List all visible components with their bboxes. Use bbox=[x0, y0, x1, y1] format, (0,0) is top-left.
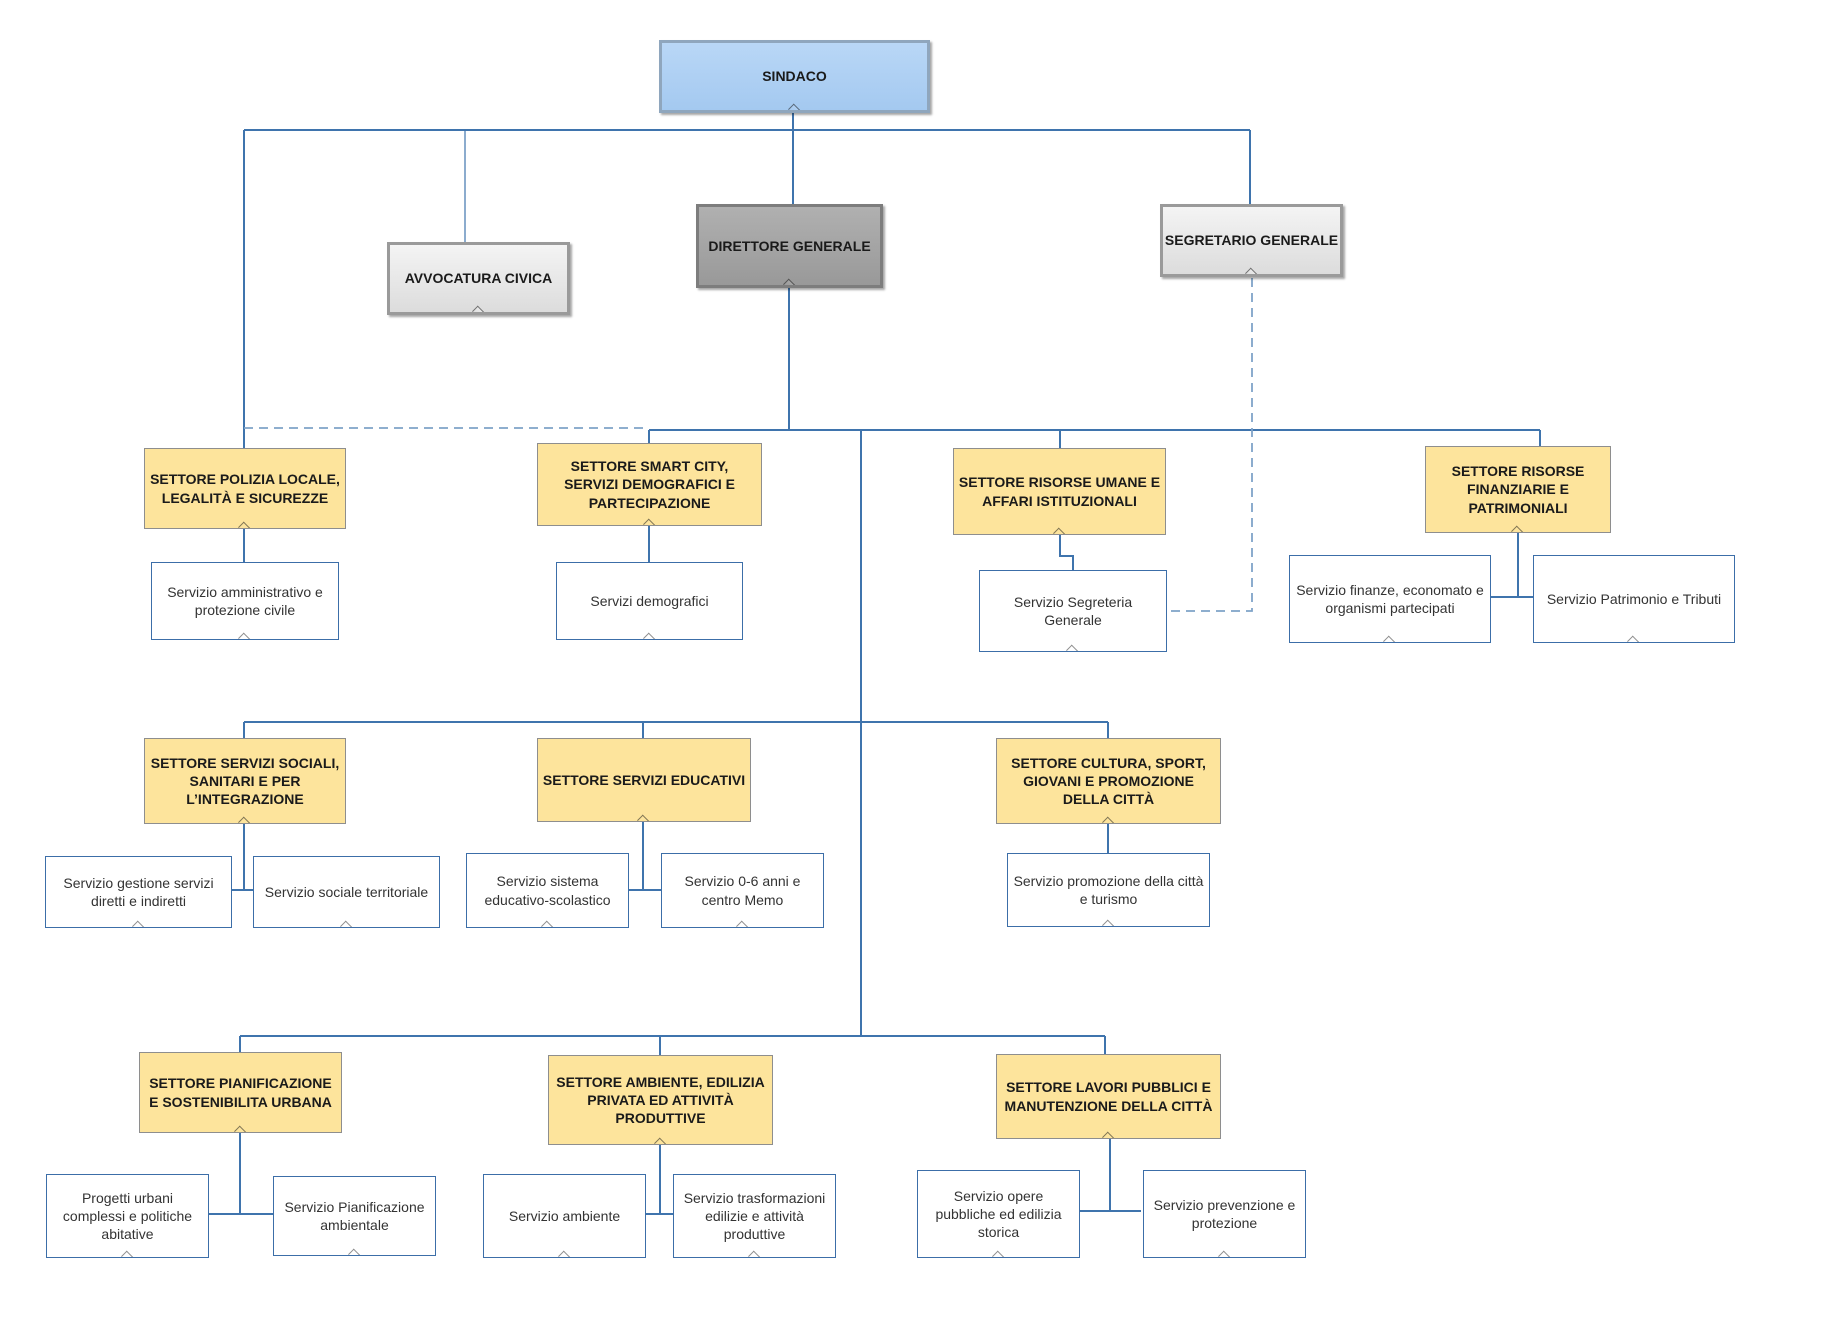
sector-ambiente-label: SETTORE AMBIENTE, EDILIZIA PRIVATA ED AT… bbox=[556, 1073, 765, 1127]
service-promozione[interactable]: Servizio promozione della città e turism… bbox=[1007, 853, 1210, 927]
service-gestione-servizi-label: Servizio gestione servizi diretti e indi… bbox=[63, 874, 214, 909]
service-finanze[interactable]: Servizio finanze, economato e organismi … bbox=[1289, 555, 1491, 643]
sector-risorse-finanziarie-label: SETTORE RISORSE FINANZIARIE E PATRIMONIA… bbox=[1451, 463, 1585, 516]
connector-lavori-services bbox=[1077, 1139, 1141, 1212]
sector-cultura[interactable]: SETTORE CULTURA, SPORT, GIOVANI E PROMOZ… bbox=[996, 738, 1221, 824]
service-segreteria-label: Servizio Segreteria Generale bbox=[1013, 593, 1133, 628]
service-zero-sei-label: Servizio 0-6 anni e centro Memo bbox=[684, 873, 801, 908]
sector-pianificazione-label: SETTORE PIANIFICAZIONE E SOSTENIBILITA U… bbox=[149, 1075, 332, 1110]
service-progetti-urbani-label: Progetti urbani complessi e politiche ab… bbox=[62, 1189, 193, 1243]
sector-servizi-educativi[interactable]: SETTORE SERVIZI EDUCATIVI bbox=[537, 738, 751, 822]
service-amministrativo-label: Servizio amministrativo e protezione civ… bbox=[167, 583, 323, 618]
service-zero-sei[interactable]: Servizio 0-6 anni e centro Memo bbox=[661, 853, 824, 928]
sector-polizia[interactable]: SETTORE POLIZIA LOCALE, LEGALITÀ E SICUR… bbox=[144, 448, 346, 529]
service-opere-pubbliche-label: Servizio opere pubbliche ed edilizia sto… bbox=[935, 1187, 1062, 1241]
connector-educativi-services bbox=[629, 822, 661, 891]
service-sistema-educativo-label: Servizio sistema educativo-scolastico bbox=[484, 873, 611, 908]
service-trasformazioni-label: Servizio trasformazioni edilizie e attiv… bbox=[683, 1189, 826, 1243]
service-patrimonio-label: Servizio Patrimonio e Tributi bbox=[1546, 590, 1722, 607]
service-ambiente[interactable]: Servizio ambiente bbox=[483, 1174, 646, 1258]
direttore-box[interactable]: DIRETTORE GENERALE bbox=[696, 204, 883, 288]
sector-risorse-umane-label: SETTORE RISORSE UMANE E AFFARI ISTITUZIO… bbox=[958, 474, 1161, 509]
sindaco-label: SINDACO bbox=[762, 68, 827, 85]
service-pianificazione-ambientale-label: Servizio Pianificazione ambientale bbox=[284, 1198, 425, 1233]
sindaco-box[interactable]: SINDACO bbox=[659, 40, 930, 113]
sector-servizi-sociali-label: SETTORE SERVIZI SOCIALI, SANITARI E PER … bbox=[150, 754, 340, 808]
service-pianificazione-ambientale[interactable]: Servizio Pianificazione ambientale bbox=[273, 1176, 436, 1256]
segretario-label: SEGRETARIO GENERALE bbox=[1164, 232, 1339, 249]
sector-servizi-sociali[interactable]: SETTORE SERVIZI SOCIALI, SANITARI E PER … bbox=[144, 738, 346, 824]
service-prevenzione[interactable]: Servizio prevenzione e protezione bbox=[1143, 1170, 1306, 1258]
sector-servizi-educativi-label: SETTORE SERVIZI EDUCATIVI bbox=[542, 771, 746, 788]
service-progetti-urbani[interactable]: Progetti urbani complessi e politiche ab… bbox=[46, 1174, 209, 1258]
sector-risorse-finanziarie[interactable]: SETTORE RISORSE FINANZIARIE E PATRIMONIA… bbox=[1425, 446, 1611, 533]
service-patrimonio[interactable]: Servizio Patrimonio e Tributi bbox=[1533, 555, 1735, 643]
service-demografici[interactable]: Servizi demografici bbox=[556, 562, 743, 640]
sector-cultura-label: SETTORE CULTURA, SPORT, GIOVANI E PROMOZ… bbox=[1011, 754, 1206, 808]
sector-lavori-pubblici-label: SETTORE LAVORI PUBBLICI E MANUTENZIONE D… bbox=[1004, 1079, 1213, 1114]
sector-ambiente[interactable]: SETTORE AMBIENTE, EDILIZIA PRIVATA ED AT… bbox=[548, 1055, 773, 1145]
connector-risorse-umane-service bbox=[1059, 535, 1074, 570]
connector-sociali-services bbox=[232, 824, 253, 891]
sector-polizia-label: SETTORE POLIZIA LOCALE, LEGALITÀ E SICUR… bbox=[150, 471, 340, 506]
service-prevenzione-label: Servizio prevenzione e protezione bbox=[1153, 1196, 1296, 1231]
connector-ambiente-services bbox=[645, 1145, 673, 1215]
direttore-label: DIRETTORE GENERALE bbox=[708, 237, 871, 254]
service-demografici-label: Servizi demografici bbox=[590, 592, 709, 609]
sector-pianificazione[interactable]: SETTORE PIANIFICAZIONE E SOSTENIBILITA U… bbox=[139, 1052, 342, 1133]
service-sociale-territoriale[interactable]: Servizio sociale territoriale bbox=[253, 856, 440, 928]
service-finanze-label: Servizio finanze, economato e organismi … bbox=[1296, 581, 1484, 616]
service-segreteria[interactable]: Servizio Segreteria Generale bbox=[979, 570, 1167, 652]
segretario-box[interactable]: SEGRETARIO GENERALE bbox=[1160, 204, 1343, 277]
sector-smart-city[interactable]: SETTORE SMART CITY, SERVIZI DEMOGRAFICI … bbox=[537, 443, 762, 526]
service-ambiente-label: Servizio ambiente bbox=[508, 1207, 621, 1224]
connector-finanziarie-services bbox=[1491, 533, 1533, 598]
avvocatura-box[interactable]: AVVOCATURA CIVICA bbox=[387, 242, 570, 315]
sector-smart-city-label: SETTORE SMART CITY, SERVIZI DEMOGRAFICI … bbox=[564, 458, 735, 511]
service-amministrativo[interactable]: Servizio amministrativo e protezione civ… bbox=[151, 562, 339, 640]
service-trasformazioni[interactable]: Servizio trasformazioni edilizie e attiv… bbox=[673, 1174, 836, 1258]
service-sociale-territoriale-label: Servizio sociale territoriale bbox=[264, 883, 429, 900]
avvocatura-label: AVVOCATURA CIVICA bbox=[404, 270, 553, 287]
sector-risorse-umane[interactable]: SETTORE RISORSE UMANE E AFFARI ISTITUZIO… bbox=[953, 448, 1166, 535]
connector-pianificazione-services bbox=[208, 1133, 273, 1215]
service-sistema-educativo[interactable]: Servizio sistema educativo-scolastico bbox=[466, 853, 629, 928]
sector-lavori-pubblici[interactable]: SETTORE LAVORI PUBBLICI E MANUTENZIONE D… bbox=[996, 1054, 1221, 1139]
service-opere-pubbliche[interactable]: Servizio opere pubbliche ed edilizia sto… bbox=[917, 1170, 1080, 1258]
service-promozione-label: Servizio promozione della città e turism… bbox=[1013, 872, 1204, 907]
service-gestione-servizi[interactable]: Servizio gestione servizi diretti e indi… bbox=[45, 856, 232, 928]
dashed-segretario-to-segreteria bbox=[1166, 278, 1253, 612]
